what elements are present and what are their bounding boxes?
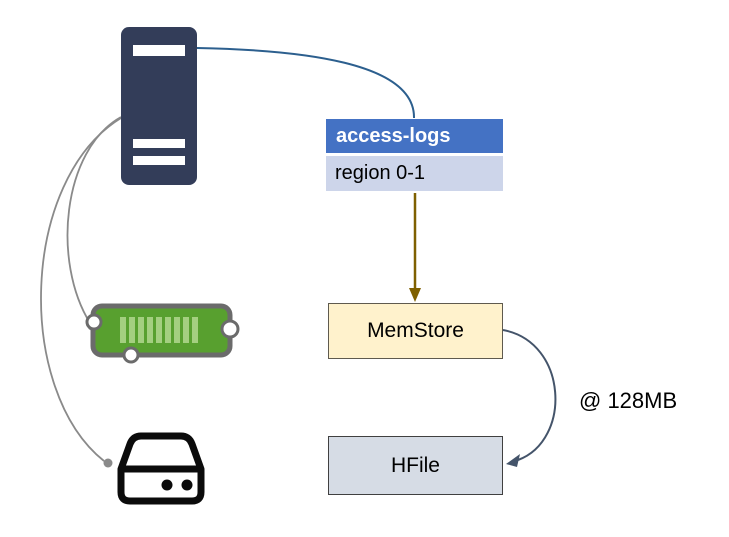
hfile-node: HFile	[328, 436, 503, 495]
hfile-label: HFile	[390, 453, 440, 477]
memstore-node: MemStore	[328, 303, 503, 359]
hard-drive-icon	[117, 432, 205, 505]
edge-region-to-memstore-arrowhead	[409, 288, 421, 302]
table-node-access-logs: access-logs region 0-1	[326, 119, 503, 191]
edge-memstore-to-hfile	[502, 329, 557, 461]
edge-server-to-table	[196, 47, 416, 119]
ram-chip-stripes	[120, 317, 198, 343]
flush-threshold-annotation: @ 128MB	[579, 388, 678, 413]
edge-server-to-ram	[66, 116, 122, 324]
edge-memstore-to-hfile-arrowhead	[506, 454, 520, 467]
edge-server-to-disk	[40, 117, 122, 462]
table-name-header: access-logs	[326, 119, 503, 153]
edge-server-to-disk-endpoint-dot	[103, 458, 113, 468]
ram-memory-icon	[85, 303, 240, 364]
memstore-label: MemStore	[367, 319, 464, 342]
server-tower-icon	[121, 27, 197, 185]
table-region-row: region 0-1	[326, 156, 503, 191]
